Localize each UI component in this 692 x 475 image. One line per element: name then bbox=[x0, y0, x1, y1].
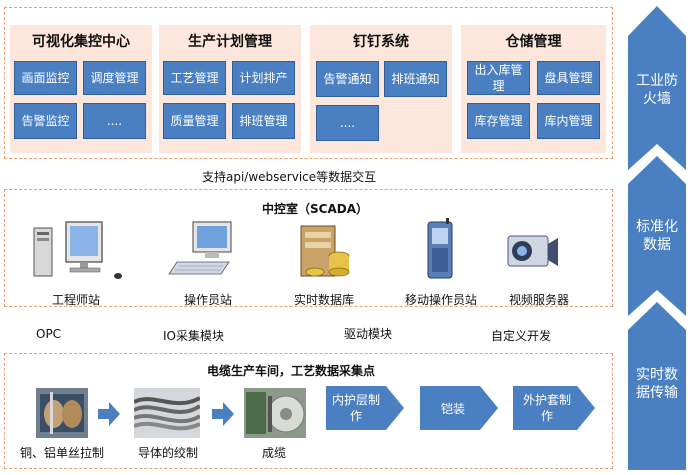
step-armoring-label: 铠装 bbox=[440, 402, 465, 416]
scada-title: 中控室（SCADA） bbox=[262, 202, 368, 216]
group-title: 钉钉系统 bbox=[353, 34, 409, 50]
workshop-title: 电缆生产车间，工艺数据采集点 bbox=[207, 364, 376, 378]
video-camera-icon bbox=[507, 235, 558, 267]
inbound-outbound-button[interactable]: 出入库管理 bbox=[467, 61, 530, 95]
engineer-station-label: 工程师站 bbox=[51, 293, 100, 307]
step-inner-sheath-arrow bbox=[326, 386, 404, 430]
mobile-operator-label: 移动操作员站 bbox=[404, 293, 477, 307]
group-dingtalk: 钉钉系统 告警通知 排班通知 .... bbox=[310, 25, 452, 153]
protocol-opc: OPC bbox=[36, 327, 62, 341]
more-button[interactable]: .... bbox=[316, 105, 379, 141]
realtime-database-label: 实时数据库 bbox=[293, 293, 354, 307]
flow-arrow-icon bbox=[212, 402, 234, 426]
alarm-monitor-button[interactable]: 告警监控 bbox=[14, 103, 77, 139]
group-production-planning: 生产计划管理 工艺管理 计划排产 质量管理 排班管理 bbox=[159, 25, 301, 153]
mobile-device-icon bbox=[427, 218, 453, 279]
step-outer-sheath-arrow bbox=[513, 386, 595, 430]
group-visual-control-center: 可视化集控中心 画面监控 调度管理 告警监控 .... bbox=[10, 25, 152, 153]
realtime-database-icon bbox=[300, 225, 350, 277]
operator-station-label: 操作员站 bbox=[183, 293, 232, 307]
layer-chevron-column bbox=[628, 6, 686, 470]
video-server-label: 视频服务器 bbox=[508, 293, 569, 307]
shift-notify-button[interactable]: 排班通知 bbox=[384, 61, 447, 97]
reel-management-button[interactable]: 盘具管理 bbox=[537, 61, 600, 95]
layer-firewall-label: 工业防火墙 bbox=[636, 73, 678, 107]
step-armoring-arrow bbox=[420, 386, 498, 430]
in-warehouse-button[interactable]: 库内管理 bbox=[537, 103, 600, 139]
shift-management-button[interactable]: 排班管理 bbox=[232, 103, 295, 139]
layer-realtime-transfer-label: 实时数据传输 bbox=[636, 367, 678, 401]
quality-management-button[interactable]: 质量管理 bbox=[163, 103, 226, 139]
inventory-management-button[interactable]: 库存管理 bbox=[467, 103, 530, 139]
group-warehouse: 仓储管理 出入库管理 盘具管理 库存管理 库内管理 bbox=[461, 25, 606, 153]
screen-monitor-button[interactable]: 画面监控 bbox=[14, 61, 77, 95]
scada-frame bbox=[4, 189, 613, 307]
layer-standard-data-label: 标准化数据 bbox=[636, 219, 678, 253]
group-title: 可视化集控中心 bbox=[32, 34, 130, 50]
cabling-label: 成缆 bbox=[262, 446, 287, 460]
step-inner-sheath-label: 内护层制作 bbox=[331, 393, 380, 423]
conductor-stranding-photo bbox=[134, 388, 200, 438]
group-title: 仓储管理 bbox=[505, 34, 562, 50]
operator-station-icon bbox=[168, 221, 232, 275]
conductor-stranding-label: 导体的绞制 bbox=[138, 446, 199, 460]
production-scheduling-button[interactable]: 计划排产 bbox=[232, 61, 295, 95]
protocol-driver-module: 驱动模块 bbox=[344, 327, 393, 341]
interface-note: 支持api/webservice等数据交互 bbox=[202, 170, 377, 184]
cabling-photo bbox=[244, 388, 306, 438]
application-layer-frame bbox=[4, 7, 613, 159]
wire-drawing-label: 铜、铝单丝拉制 bbox=[20, 446, 105, 460]
flow-arrow-icon bbox=[98, 402, 120, 426]
group-title: 生产计划管理 bbox=[188, 34, 272, 50]
dispatch-management-button[interactable]: 调度管理 bbox=[83, 61, 146, 95]
wire-drawing-photo bbox=[36, 388, 88, 438]
alarm-notify-button[interactable]: 告警通知 bbox=[316, 61, 379, 97]
step-outer-sheath-label: 外护套制作 bbox=[522, 393, 571, 423]
process-management-button[interactable]: 工艺管理 bbox=[163, 61, 226, 95]
engineer-station-icon bbox=[33, 221, 122, 279]
protocol-io-module: IO采集模块 bbox=[163, 329, 224, 343]
protocol-custom-dev: 自定义开发 bbox=[491, 329, 552, 343]
more-button[interactable]: .... bbox=[83, 103, 146, 139]
workshop-frame bbox=[4, 353, 613, 469]
